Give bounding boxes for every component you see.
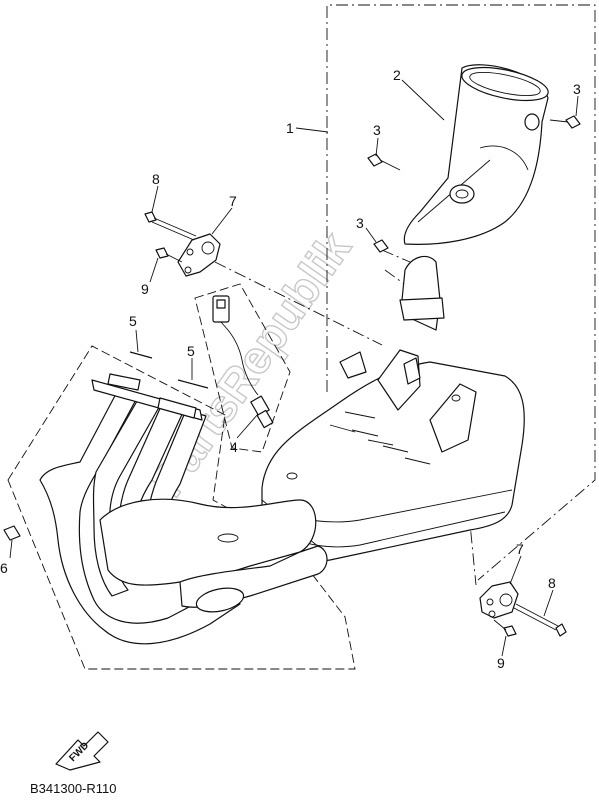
callout-2: 2 — [393, 67, 401, 83]
clamp-bolt-6 — [3, 525, 21, 541]
o2-sensor — [212, 295, 274, 429]
bolts-3 — [367, 115, 581, 253]
callout-8: 8 — [548, 575, 556, 591]
callout-7: 7 — [516, 541, 524, 557]
callout-8: 8 — [152, 171, 160, 187]
assembly-boundary-1 — [326, 4, 596, 581]
callout-6: 6 — [0, 560, 8, 576]
callout-9: 9 — [141, 281, 149, 297]
callout-3: 3 — [373, 122, 381, 138]
guide-line — [384, 269, 441, 311]
sensor-boundary — [194, 283, 291, 453]
hanger-bracket-lower — [479, 581, 567, 637]
fwd-arrow-icon: FWD — [55, 731, 109, 771]
callout-3: 3 — [573, 81, 581, 97]
hanger-bracket-upper — [144, 211, 221, 277]
muffler-end-cap — [399, 64, 549, 331]
callout-9: 9 — [497, 655, 505, 671]
callout-3: 3 — [356, 215, 364, 231]
callout-1: 1 — [286, 120, 294, 136]
gaskets — [129, 351, 209, 389]
guide-line — [381, 249, 411, 263]
leader-lines — [9, 79, 579, 657]
diagram-code: B341300-R110 — [30, 781, 117, 796]
callout-7: 7 — [229, 193, 237, 209]
exhaust-pipes — [39, 373, 328, 645]
callout-4: 4 — [230, 439, 238, 455]
guide-line — [214, 261, 383, 346]
callout-5: 5 — [129, 313, 137, 329]
callout-5: 5 — [187, 343, 195, 359]
